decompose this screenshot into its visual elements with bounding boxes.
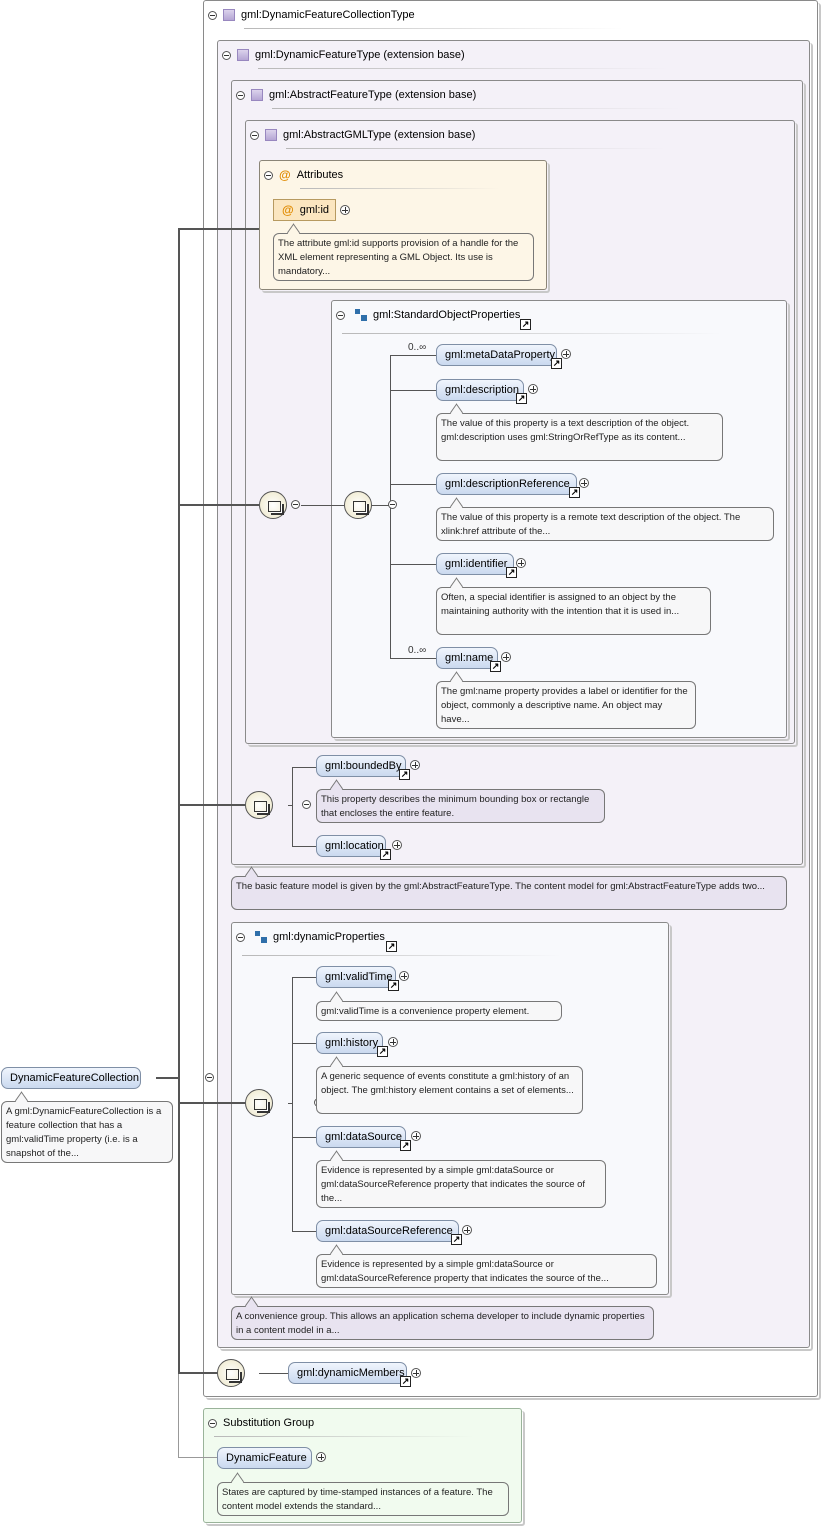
group-icon [355, 309, 367, 321]
gml-validtime-element[interactable]: gml:validTime [316, 966, 396, 988]
collapse-icon[interactable] [208, 1418, 217, 1428]
sequence-compositor-icon[interactable] [245, 1089, 273, 1117]
expand-icon[interactable] [388, 1037, 398, 1047]
gml-descriptionreference-element[interactable]: gml:descriptionReference [436, 473, 577, 495]
group-icon [255, 931, 267, 943]
sequence-compositor-icon[interactable] [344, 491, 372, 519]
expand-icon[interactable] [561, 349, 571, 359]
link-arrow-icon[interactable]: ↗ [520, 319, 531, 330]
gml-datasource-element[interactable]: gml:dataSource [316, 1126, 406, 1148]
collapse-icon[interactable] [222, 50, 231, 60]
link-arrow-icon[interactable]: ↗ [451, 1234, 462, 1245]
link-arrow-icon[interactable]: ↗ [386, 941, 397, 952]
collapse-icon[interactable] [236, 90, 245, 100]
group-title: gml:dynamicProperties [273, 931, 385, 943]
substitution-group-title: Substitution Group [223, 1417, 315, 1429]
complex-type-icon [237, 49, 249, 61]
gml-name-doc: The gml:name property provides a label o… [436, 681, 696, 729]
collapse-icon[interactable] [236, 932, 245, 942]
collapse-icon[interactable] [250, 130, 259, 140]
gml-boundedby-doc: This property describes the minimum boun… [316, 789, 605, 823]
gml-id-attribute[interactable]: @ gml:id [273, 199, 336, 221]
expand-icon[interactable] [411, 1368, 421, 1378]
collapse-icon[interactable] [264, 170, 273, 180]
type-title: gml:AbstractGMLType (extension base) [283, 129, 476, 141]
dynamicfeature-doc: States are captured by time-stamped inst… [217, 1482, 509, 1516]
gml-name-element[interactable]: gml:name [436, 647, 498, 669]
link-arrow-icon[interactable]: ↗ [569, 487, 580, 498]
collapse-icon[interactable] [208, 10, 217, 20]
gml-location-element[interactable]: gml:location [316, 835, 386, 857]
sequence-compositor-icon[interactable] [217, 1359, 245, 1387]
gml-metadataproperty-element[interactable]: gml:metaDataProperty [436, 344, 557, 366]
expand-icon[interactable] [411, 1131, 421, 1141]
gml-datasourcereference-doc: Evidence is represented by a simple gml:… [316, 1254, 657, 1288]
cardinality-label: 0..∞ [408, 342, 427, 353]
gml-boundedby-element[interactable]: gml:boundedBy [316, 755, 406, 777]
link-arrow-icon[interactable]: ↗ [400, 1140, 411, 1151]
expand-icon[interactable] [501, 652, 511, 662]
type-title: gml:DynamicFeatureCollectionType [241, 9, 415, 21]
expand-icon[interactable] [579, 478, 589, 488]
collapse-icon[interactable] [205, 1073, 215, 1082]
expand-icon[interactable] [316, 1452, 326, 1462]
collapse-icon[interactable] [336, 310, 345, 320]
gml-description-doc: The value of this property is a text des… [436, 413, 723, 461]
cardinality-label: 0..∞ [408, 645, 427, 656]
link-arrow-icon[interactable]: ↗ [377, 1046, 388, 1057]
expand-icon[interactable] [340, 205, 350, 215]
link-arrow-icon[interactable]: ↗ [506, 567, 517, 578]
gml-history-doc: A generic sequence of events constitute … [316, 1066, 583, 1114]
attributes-title: Attributes [296, 169, 344, 181]
complex-type-icon [223, 9, 235, 21]
expand-icon[interactable] [462, 1225, 472, 1235]
collapse-icon[interactable] [388, 500, 398, 509]
gml-descriptionreference-doc: The value of this property is a remote t… [436, 507, 774, 541]
collapse-icon[interactable] [291, 500, 300, 509]
link-arrow-icon[interactable]: ↗ [490, 661, 501, 672]
expand-icon[interactable] [528, 384, 538, 394]
link-arrow-icon[interactable]: ↗ [380, 849, 391, 860]
attribute-icon: @ [279, 168, 291, 182]
sequence-compositor-icon[interactable] [245, 791, 273, 819]
gml-identifier-element[interactable]: gml:identifier [436, 553, 514, 575]
gml-validtime-doc: gml:validTime is a convenience property … [316, 1001, 562, 1021]
collapse-icon[interactable] [302, 800, 312, 809]
expand-icon[interactable] [392, 840, 402, 850]
link-arrow-icon[interactable]: ↗ [399, 769, 410, 780]
abstract-feature-type-doc: The basic feature model is given by the … [231, 876, 787, 910]
gml-dynamicmembers-element[interactable]: gml:dynamicMembers [288, 1362, 407, 1384]
expand-icon[interactable] [410, 760, 420, 770]
gml-history-element[interactable]: gml:history [316, 1032, 383, 1054]
type-title: gml:AbstractFeatureType (extension base) [269, 89, 477, 101]
expand-icon[interactable] [399, 971, 409, 981]
link-arrow-icon[interactable]: ↗ [400, 1376, 411, 1387]
gml-datasource-doc: Evidence is represented by a simple gml:… [316, 1160, 606, 1208]
type-title: gml:DynamicFeatureType (extension base) [255, 49, 465, 61]
gml-datasourcereference-element[interactable]: gml:dataSourceReference [316, 1220, 459, 1242]
gml-identifier-doc: Often, a special identifier is assigned … [436, 587, 711, 635]
gml-id-doc: The attribute gml:id supports provision … [273, 233, 534, 281]
complex-type-icon [251, 89, 263, 101]
complex-type-icon [265, 129, 277, 141]
dynamicfeaturecollection-element[interactable]: DynamicFeatureCollection [1, 1067, 141, 1089]
expand-icon[interactable] [516, 558, 526, 568]
gml-description-element[interactable]: gml:description [436, 379, 524, 401]
dynamic-properties-doc: A convenience group. This allows an appl… [231, 1306, 654, 1340]
attribute-icon: @ [282, 203, 294, 217]
sequence-compositor-icon[interactable] [259, 491, 287, 519]
link-arrow-icon[interactable]: ↗ [388, 980, 399, 991]
dynamicfeaturecollection-doc: A gml:DynamicFeatureCollection is a feat… [1, 1101, 173, 1163]
group-title: gml:StandardObjectProperties [373, 309, 521, 321]
link-arrow-icon[interactable]: ↗ [516, 393, 527, 404]
dynamicfeature-element[interactable]: DynamicFeature [217, 1447, 312, 1469]
link-arrow-icon[interactable]: ↗ [551, 358, 562, 369]
